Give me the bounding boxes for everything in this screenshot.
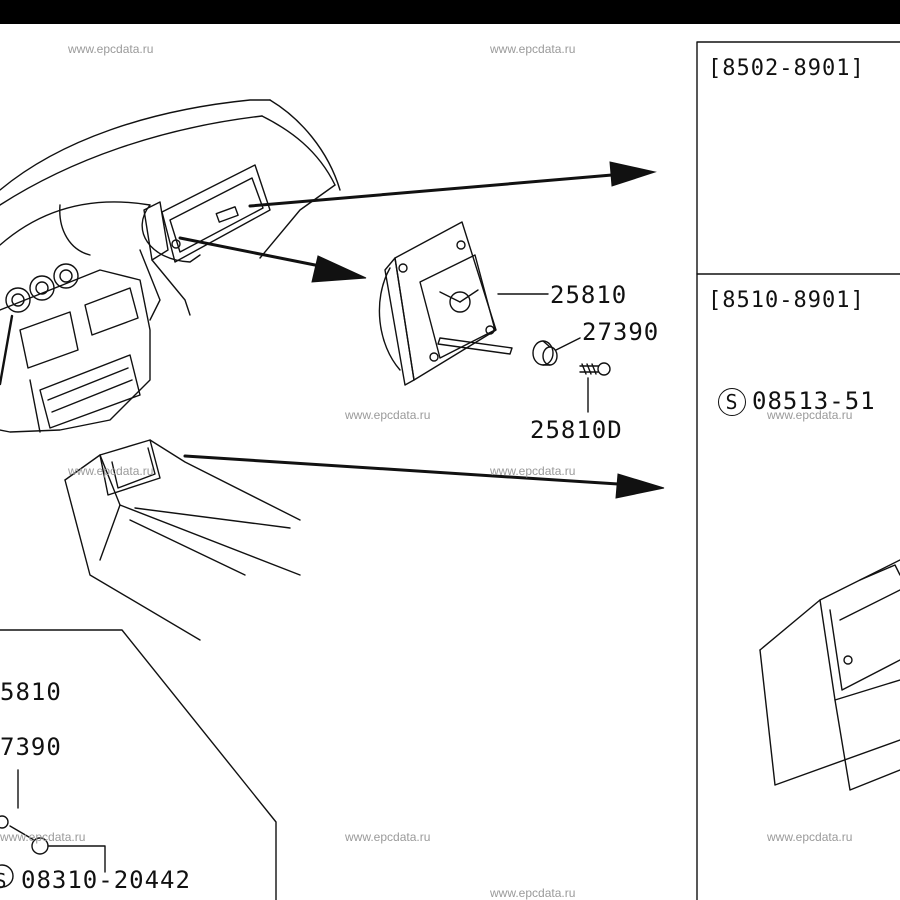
part-number-clock-inset: 5810 [0, 678, 62, 706]
inset-frame-right [696, 41, 900, 900]
watermark: www.epcdata.ru [68, 42, 154, 56]
arrow-to-inset-right [183, 454, 665, 499]
screw-drawing [579, 362, 611, 376]
watermark: www.epcdata.ru [767, 408, 853, 422]
watermark: www.epcdata.ru [0, 830, 86, 844]
part-number-screw: 25810D [530, 416, 623, 444]
watermark: www.epcdata.ru [345, 830, 431, 844]
part-number-clock: 25810 [550, 281, 628, 309]
watermark: www.epcdata.ru [490, 464, 576, 478]
arrow-to-inset-top [248, 161, 657, 208]
top-bar [0, 0, 900, 24]
dashboard-drawing [0, 99, 341, 433]
inset-bottom-left-drawing [0, 769, 106, 888]
part-number-screw-inset: 08310-20442 [21, 866, 191, 894]
watermark: www.epcdata.ru [767, 830, 853, 844]
watermark: www.epcdata.ru [490, 886, 576, 900]
console-drawing [64, 439, 301, 641]
watermark: www.epcdata.ru [345, 408, 431, 422]
watermark: www.epcdata.ru [68, 464, 154, 478]
watermark: www.epcdata.ru [490, 42, 576, 56]
part-number-screw-inset-right: 08513-51 [752, 387, 876, 415]
part-number-bushing-inset: 7390 [0, 733, 62, 761]
screw-symbol-icon: S [0, 869, 8, 893]
inset-console-drawing [759, 559, 900, 791]
leader-bushing [555, 337, 581, 351]
inset-range-label-right: [8510-8901] [708, 288, 865, 313]
arrow-to-clock [178, 236, 367, 283]
inset-bottom-left-screw-label: S 08310-20442 [0, 867, 191, 895]
bushing-drawing [532, 340, 558, 366]
inset-range-label-top: [8502-8901] [708, 56, 865, 81]
screw-symbol-icon: S [718, 388, 746, 416]
part-number-bushing: 27390 [582, 318, 660, 346]
pointer-line-left [0, 314, 14, 386]
inset-frame-bottom-left [0, 629, 277, 900]
clock-drawing [378, 221, 513, 386]
